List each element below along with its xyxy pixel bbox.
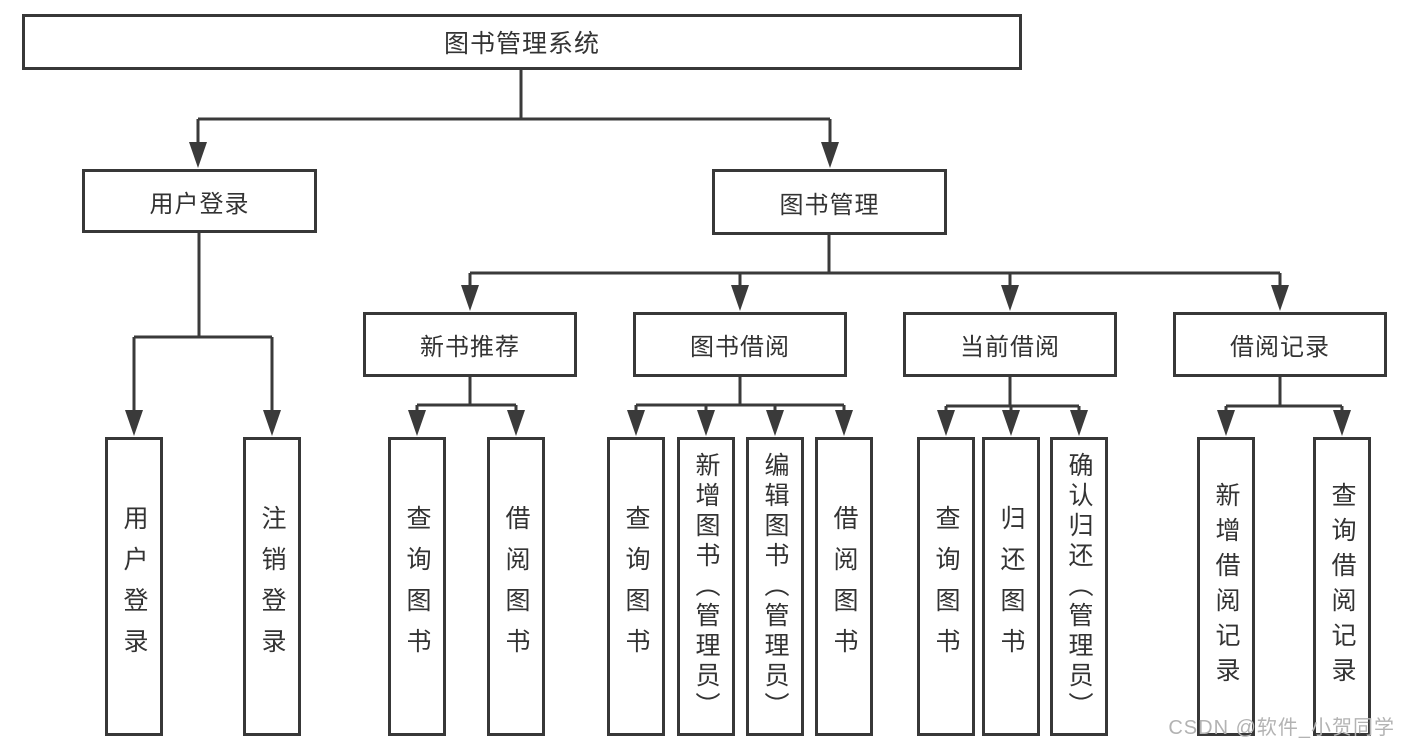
node-user-login: 用户登录	[82, 169, 317, 233]
node-label: 查询图书	[622, 504, 650, 669]
leaf-borrow-books: 借阅图书	[815, 437, 873, 736]
node-borrow-records: 借阅记录	[1173, 312, 1387, 377]
node-label: 编辑图书（管理员）	[761, 451, 789, 722]
node-label: 图书借阅	[690, 334, 790, 361]
leaf-user-login: 用户登录	[105, 437, 163, 736]
node-label: 查询图书	[403, 504, 431, 669]
node-label: 归还图书	[997, 504, 1025, 669]
leaf-borrow-books-recommend: 借阅图书	[487, 437, 545, 736]
leaf-confirm-return-admin: 确认归还（管理员）	[1050, 437, 1108, 736]
node-label: 注销登录	[258, 504, 286, 669]
node-label: 查询借阅记录	[1328, 481, 1356, 692]
node-book-borrowing: 图书借阅	[633, 312, 847, 377]
leaf-query-books-recommend: 查询图书	[388, 437, 446, 736]
node-new-book-recommendation: 新书推荐	[363, 312, 577, 377]
node-label: 当前借阅	[960, 334, 1060, 361]
node-label: 用户登录	[149, 190, 250, 218]
node-label: 新增借阅记录	[1212, 481, 1240, 692]
node-label: 新书推荐	[420, 334, 520, 361]
leaf-add-books-admin: 新增图书（管理员）	[677, 437, 735, 736]
node-label: 图书管理	[779, 191, 880, 219]
leaf-edit-books-admin: 编辑图书（管理员）	[746, 437, 804, 736]
node-label: 查询图书	[932, 504, 960, 669]
node-book-management: 图书管理	[712, 169, 947, 235]
node-label: 图书管理系统	[443, 30, 600, 58]
node-label: 借阅图书	[502, 504, 530, 669]
leaf-query-borrow-record: 查询借阅记录	[1313, 437, 1371, 736]
leaf-return-books: 归还图书	[982, 437, 1040, 736]
node-current-borrowing: 当前借阅	[903, 312, 1117, 377]
leaf-query-books-borrowing: 查询图书	[607, 437, 665, 736]
arrowheads	[125, 142, 1351, 436]
node-library-management-system: 图书管理系统	[22, 14, 1022, 70]
node-label: 用户登录	[120, 504, 148, 669]
node-label: 确认归还（管理员）	[1065, 451, 1093, 722]
leaf-add-borrow-record: 新增借阅记录	[1197, 437, 1255, 736]
leaf-logout: 注销登录	[243, 437, 301, 736]
csdn-watermark: CSDN @软件_小贺同学	[1168, 717, 1395, 739]
node-label: 借阅记录	[1230, 334, 1330, 361]
node-label: 新增图书（管理员）	[692, 451, 720, 722]
node-label: 借阅图书	[830, 504, 858, 669]
leaf-query-books-current: 查询图书	[917, 437, 975, 736]
